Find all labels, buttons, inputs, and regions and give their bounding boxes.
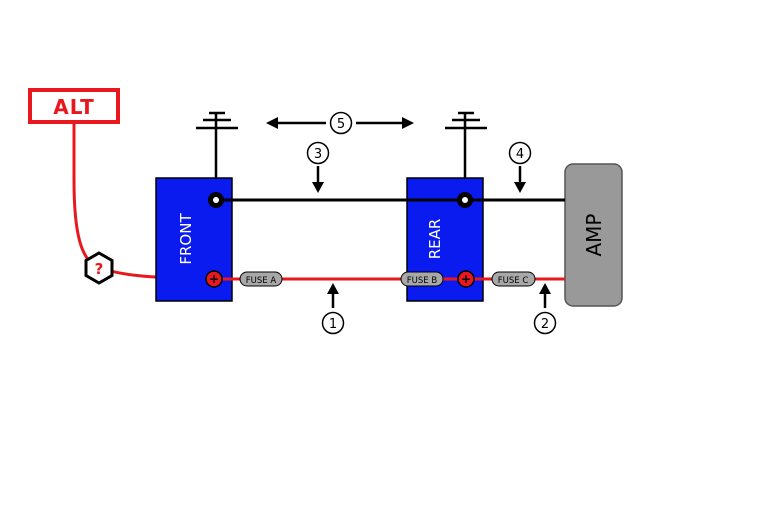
- rear-negative-terminal: [457, 192, 473, 208]
- callout-4-label: 4: [516, 147, 524, 162]
- front-negative-terminal: [208, 192, 224, 208]
- alternator-box: ALT: [28, 88, 120, 124]
- callout-4: 4: [508, 141, 532, 193]
- unknown-marker-label: ?: [95, 260, 104, 278]
- callout-1-label: 1: [329, 317, 337, 332]
- fuse-b-label: FUSE B: [407, 276, 438, 286]
- fuse-b: FUSE B: [400, 271, 444, 287]
- callout-3-label: 3: [314, 147, 322, 162]
- callout-5: 5: [266, 111, 414, 135]
- fuse-a: FUSE A: [239, 271, 283, 287]
- alternator-label: ALT: [53, 95, 95, 119]
- unknown-connection-marker: ?: [84, 251, 114, 285]
- front-positive-terminal: +: [205, 270, 223, 288]
- fuse-a-label: FUSE A: [246, 276, 277, 286]
- fuse-c-label: FUSE C: [498, 276, 529, 286]
- callout-2-label: 2: [541, 317, 549, 332]
- callout-5-label: 5: [337, 117, 345, 132]
- front-positive-sign: +: [209, 272, 219, 286]
- rear-positive-sign: +: [461, 272, 471, 286]
- callout-1: 1: [321, 283, 345, 335]
- fuse-c: FUSE C: [491, 271, 536, 287]
- amplifier: [564, 163, 623, 307]
- callout-2: 2: [533, 283, 557, 335]
- rear-positive-terminal: +: [457, 270, 475, 288]
- front-battery-label: FRONT: [177, 213, 195, 265]
- rear-battery-label: REAR: [426, 219, 444, 260]
- callout-3: 3: [306, 141, 330, 193]
- amplifier-label: AMP: [582, 214, 606, 257]
